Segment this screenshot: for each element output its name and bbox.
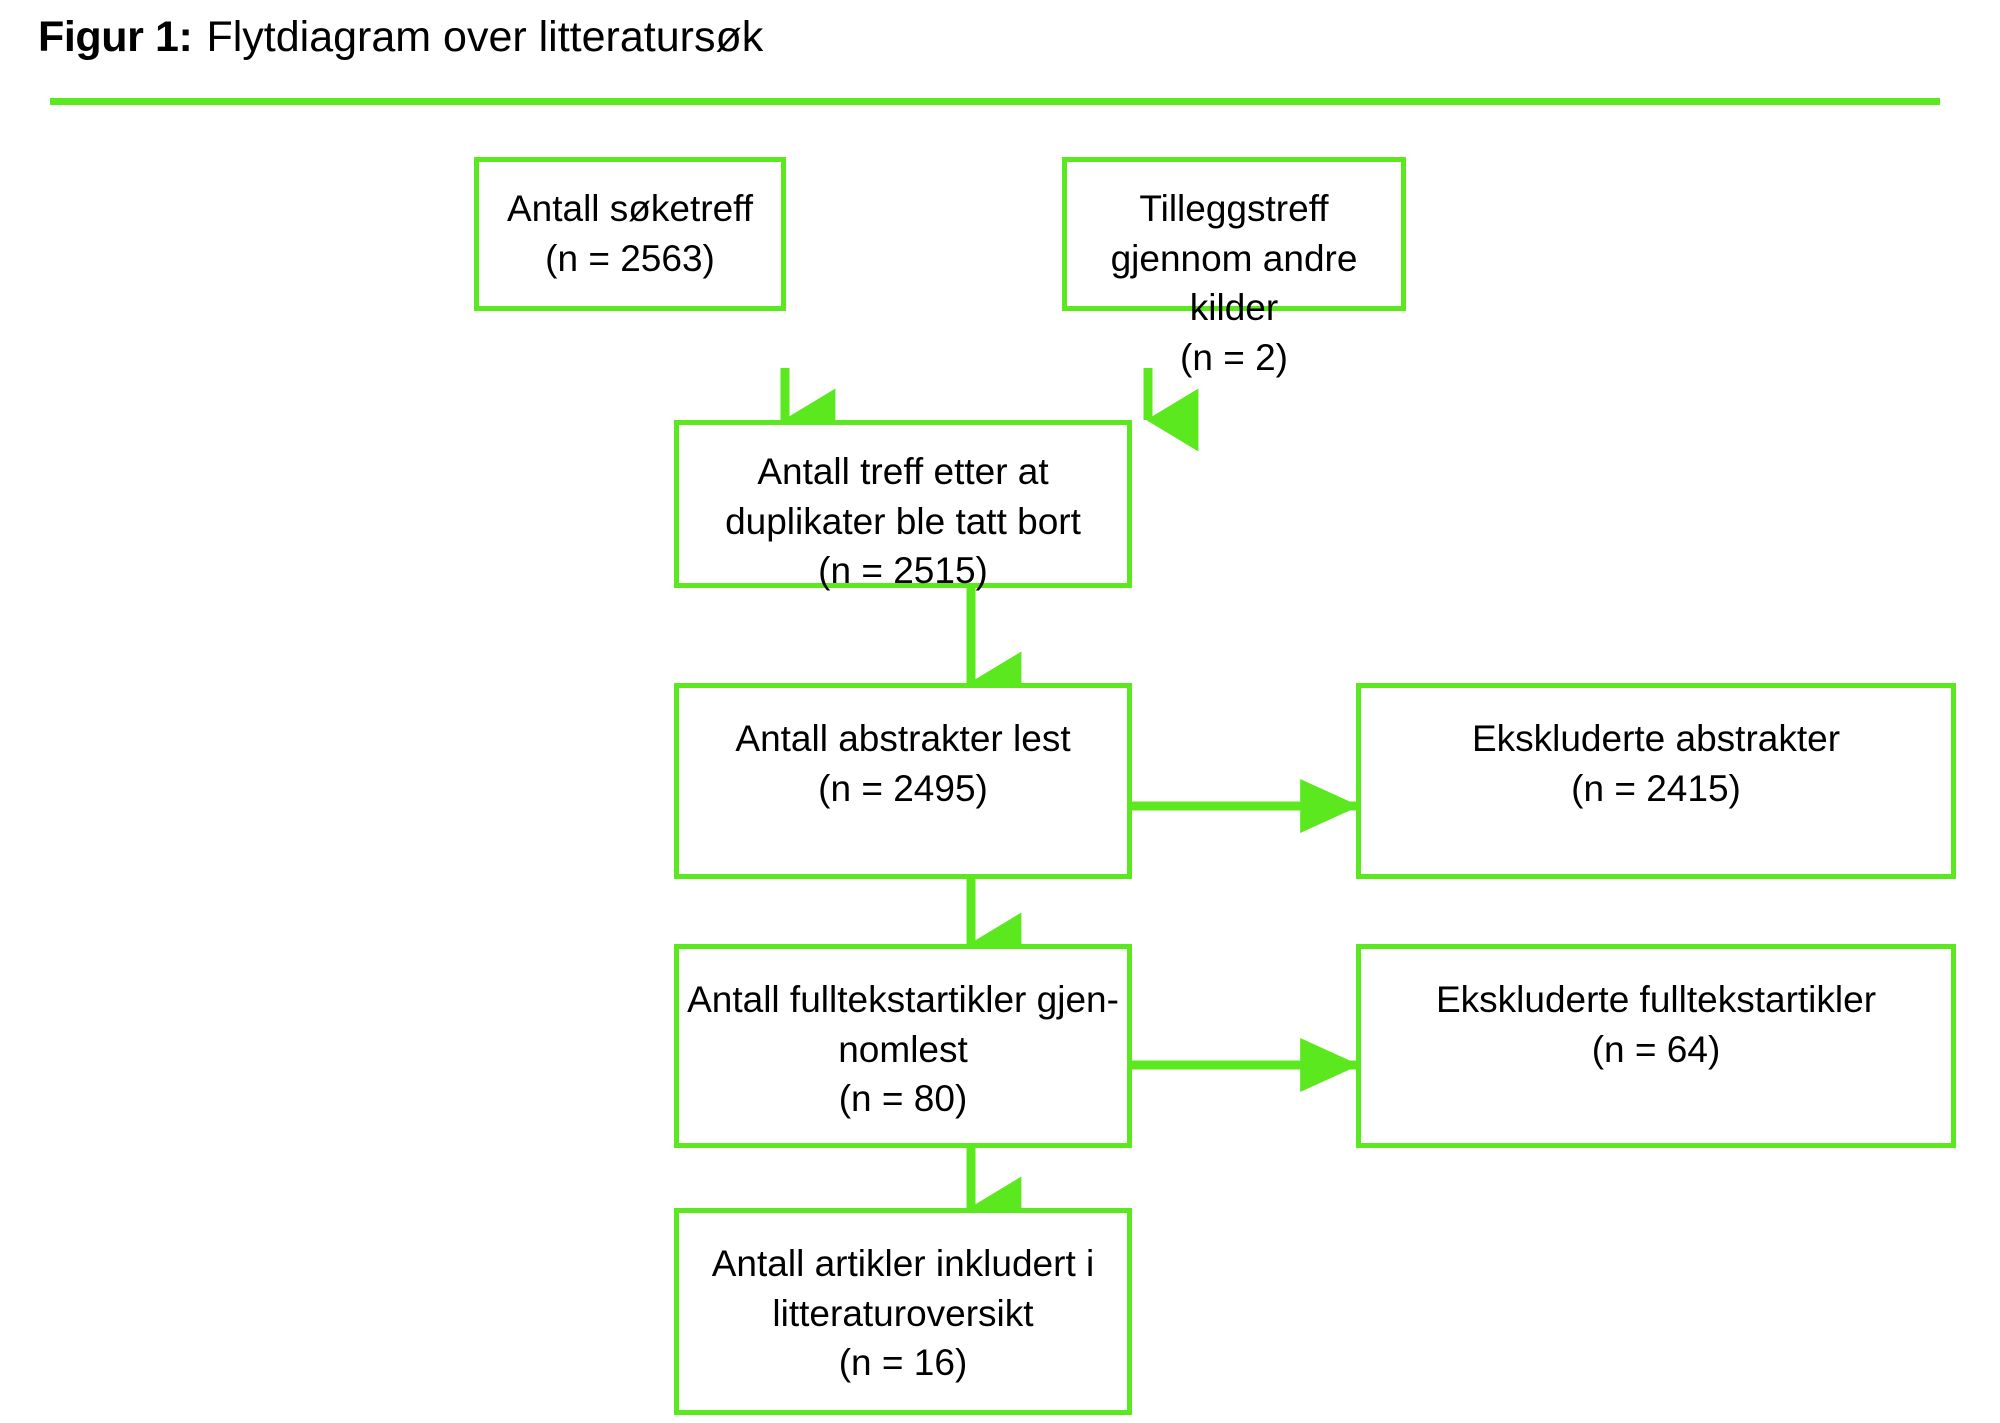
flow-node-abstracts-screened-label: Antall abstrakter lest (n = 2495) bbox=[735, 718, 1071, 809]
flow-node-abstracts-screened: Antall abstrakter lest (n = 2495) bbox=[674, 683, 1132, 879]
flow-node-additional-sources-label: Tilleggstreff gjennom andre kilder (n = … bbox=[1110, 188, 1358, 378]
flow-node-fulltext-assessed: Antall fulltekstartikler gjen- nomlest (… bbox=[674, 944, 1132, 1148]
flow-node-after-duplicates-removed-label: Antall treff etter at duplikater ble tat… bbox=[725, 451, 1081, 592]
flow-node-excluded-fulltext-label: Ekskluderte fulltekstartikler (n = 64) bbox=[1435, 979, 1877, 1070]
flow-node-fulltext-assessed-label: Antall fulltekstartikler gjen- nomlest (… bbox=[687, 979, 1119, 1120]
flow-node-search-hits: Antall søketreff (n = 2563) bbox=[474, 157, 786, 311]
flow-node-excluded-abstracts-label: Ekskluderte abstrakter (n = 2415) bbox=[1471, 718, 1841, 809]
flow-node-additional-sources: Tilleggstreff gjennom andre kilder (n = … bbox=[1062, 157, 1406, 378]
title-divider bbox=[50, 98, 1940, 105]
flow-node-included-articles-label: Antall artikler inkludert i litteraturov… bbox=[711, 1243, 1095, 1384]
figure-label: Figur 1: bbox=[38, 13, 193, 61]
flow-node-excluded-fulltext: Ekskluderte fulltekstartikler (n = 64) bbox=[1356, 944, 1956, 1148]
flow-node-after-duplicates-removed: Antall treff etter at duplikater ble tat… bbox=[674, 420, 1132, 591]
figure-caption: Flytdiagram over litteratursøk bbox=[206, 13, 764, 61]
page-title: Figur 1: Flytdiagram over litteratursøk bbox=[38, 13, 764, 61]
flow-node-search-hits-label: Antall søketreff (n = 2563) bbox=[506, 188, 754, 279]
flow-node-included-articles: Antall artikler inkludert i litteraturov… bbox=[674, 1208, 1132, 1415]
flow-node-excluded-abstracts: Ekskluderte abstrakter (n = 2415) bbox=[1356, 683, 1956, 879]
